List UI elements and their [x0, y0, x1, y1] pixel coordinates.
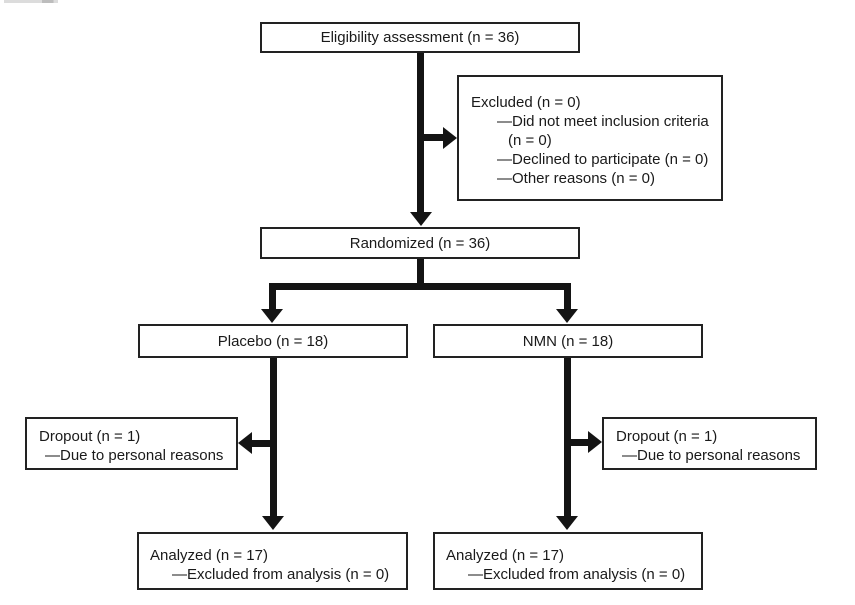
- node-analyzed-nmn: Analyzed (n = 17) —Excluded from analysi…: [433, 532, 703, 590]
- arrow-right-icon: [443, 127, 457, 149]
- arrow-down-icon: [556, 516, 578, 530]
- split-bar: [269, 283, 571, 290]
- node-nmn: NMN (n = 18): [433, 324, 703, 358]
- node-excluded-reason3: —Other reasons (n = 0): [497, 170, 655, 187]
- node-placebo-label: Placebo (n = 18): [217, 332, 329, 350]
- connector-split-nmn-line: [564, 284, 571, 310]
- arrow-right-icon: [588, 431, 602, 453]
- node-excluded-reason1-cont: (n = 0): [508, 132, 552, 149]
- node-analyzed-placebo: Analyzed (n = 17) —Excluded from analysi…: [137, 532, 408, 590]
- connector-eligibility-excluded-line: [421, 134, 444, 141]
- arrow-left-icon: [238, 432, 252, 454]
- connector-nmn-analyzed-line: [564, 358, 571, 517]
- node-dropout-nmn-heading: Dropout (n = 1): [616, 428, 718, 445]
- connector-nmn-dropout-line: [567, 439, 588, 446]
- connector-placebo-dropout-line: [252, 440, 273, 447]
- node-analyzed-placebo-heading: Analyzed (n = 17): [150, 547, 268, 564]
- node-dropout-placebo-heading: Dropout (n = 1): [39, 428, 141, 445]
- node-excluded-reason1: —Did not meet inclusion criteria: [497, 113, 709, 130]
- node-excluded: Excluded (n = 0) —Did not meet inclusion…: [457, 75, 723, 201]
- crop-artifact: [4, 0, 58, 3]
- connector-split-placebo-line: [269, 284, 276, 310]
- node-dropout-nmn-reason: —Due to personal reasons: [622, 447, 801, 464]
- node-placebo: Placebo (n = 18): [138, 324, 408, 358]
- node-excluded-heading: Excluded (n = 0): [471, 94, 581, 111]
- node-nmn-label: NMN (n = 18): [522, 332, 614, 350]
- node-randomized: Randomized (n = 36): [260, 227, 580, 259]
- node-dropout-nmn: Dropout (n = 1) —Due to personal reasons: [602, 417, 817, 470]
- node-randomized-label: Randomized (n = 36): [349, 234, 491, 252]
- connector-placebo-analyzed-line: [270, 358, 277, 517]
- arrow-down-icon: [261, 309, 283, 323]
- node-excluded-reason2: —Declined to participate (n = 0): [497, 151, 709, 168]
- node-eligibility: Eligibility assessment (n = 36): [260, 22, 580, 53]
- node-analyzed-nmn-note: —Excluded from analysis (n = 0): [468, 566, 686, 583]
- node-dropout-placebo-reason: —Due to personal reasons: [45, 447, 224, 464]
- arrow-down-icon: [410, 212, 432, 226]
- connector-randomized-split-line: [417, 259, 424, 290]
- node-analyzed-placebo-note: —Excluded from analysis (n = 0): [172, 566, 390, 583]
- node-analyzed-nmn-heading: Analyzed (n = 17): [446, 547, 564, 564]
- connector-eligibility-randomized-line: [417, 53, 424, 212]
- node-dropout-placebo: Dropout (n = 1) —Due to personal reasons: [25, 417, 238, 470]
- node-eligibility-label: Eligibility assessment (n = 36): [320, 29, 520, 46]
- arrow-down-icon: [262, 516, 284, 530]
- arrow-down-icon: [556, 309, 578, 323]
